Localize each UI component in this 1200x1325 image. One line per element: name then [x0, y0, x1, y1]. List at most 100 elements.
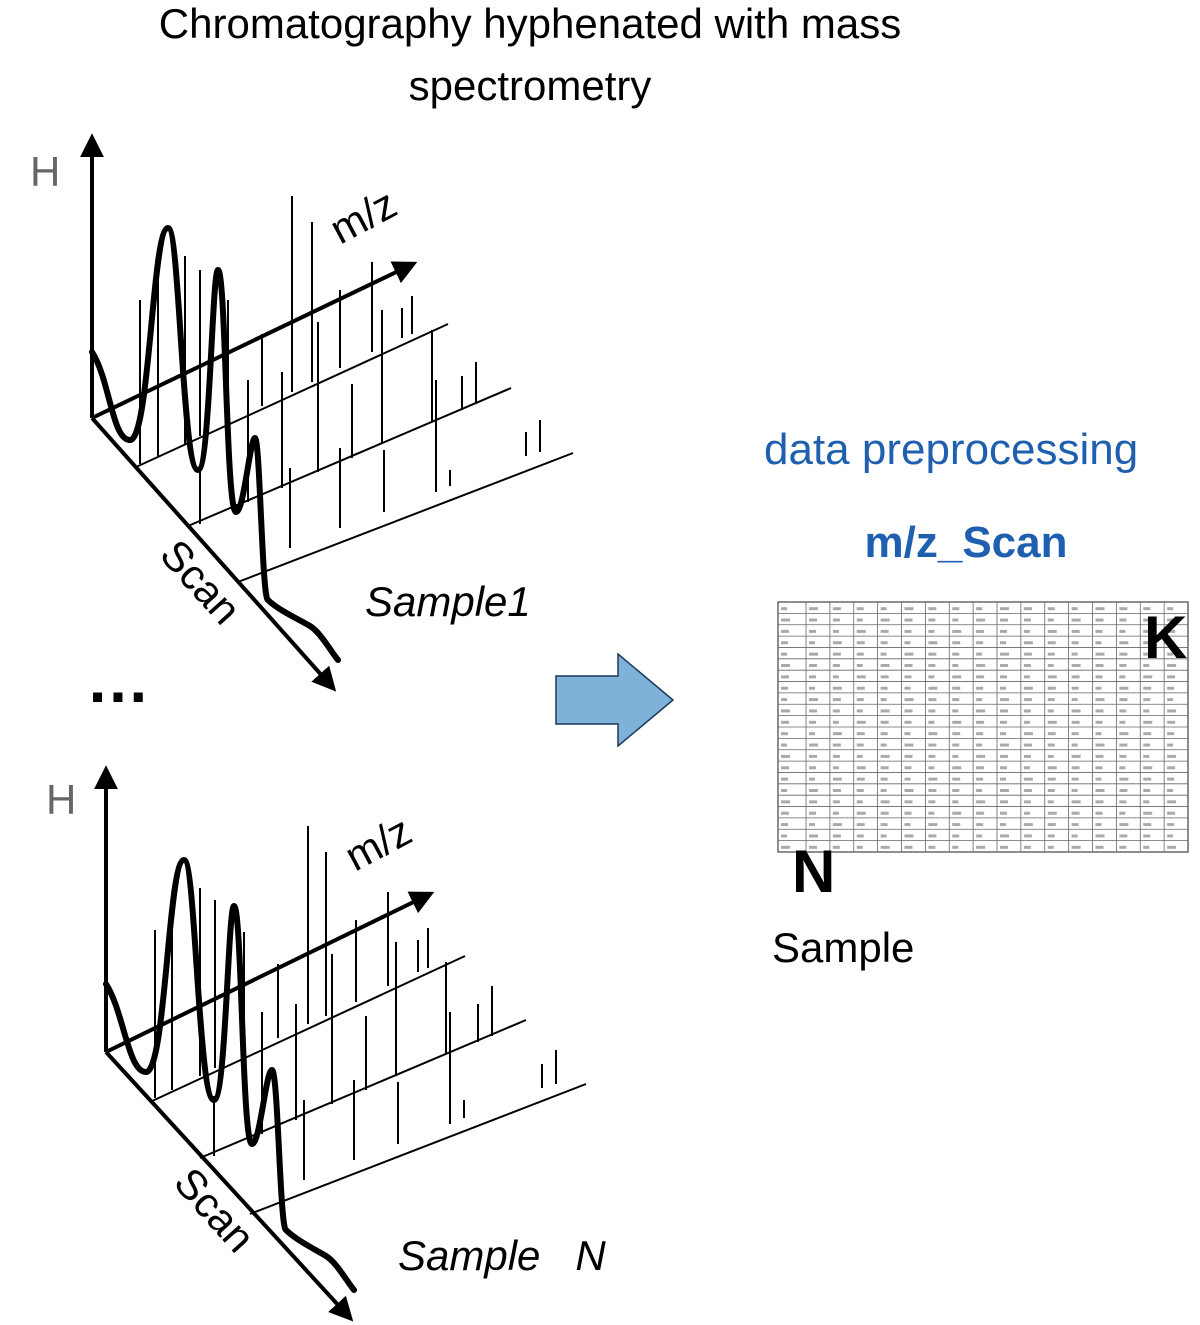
matrix-cell-texture	[880, 709, 890, 713]
matrix-cell-texture	[809, 834, 818, 838]
scan-axis	[90, 416, 337, 692]
matrix-cell-texture	[781, 664, 790, 667]
matrix-cell-texture	[1119, 675, 1126, 679]
matrix-cell-texture	[952, 777, 961, 781]
matrix-cell-texture	[1047, 698, 1055, 702]
matrix-cell-texture	[1000, 709, 1008, 713]
preprocessing-arrow	[555, 652, 675, 748]
matrix-cell-texture	[1095, 845, 1104, 849]
matrix-cell-texture	[1000, 743, 1009, 747]
matrix-cell-texture	[880, 789, 887, 792]
chromatogram-trace	[89, 225, 341, 663]
matrix-cell-texture	[976, 732, 984, 736]
matrix-cell-texture	[856, 720, 866, 724]
matrix-cell-texture	[976, 686, 984, 690]
matrix-cell-texture	[781, 743, 787, 747]
matrix-cell-texture	[809, 629, 816, 633]
matrix-cell-texture	[904, 641, 911, 645]
matrix-cell-texture	[880, 811, 889, 815]
data-preprocessing-label: data preprocessing	[764, 425, 1138, 474]
matrix-cell-texture	[1071, 845, 1081, 849]
matrix-cell-texture	[1167, 823, 1175, 827]
matrix-cell-texture	[781, 823, 788, 827]
matrix-cell-texture	[952, 845, 959, 849]
matrix-cell-texture	[1071, 800, 1081, 804]
matrix-cell-texture	[781, 732, 788, 736]
matrix-cell-texture	[952, 789, 960, 792]
matrix-cell-texture	[928, 652, 937, 656]
matrix-cell-texture	[1000, 754, 1008, 758]
matrix-cell-texture	[928, 629, 935, 633]
matrix-cell-texture	[781, 777, 788, 781]
matrix-cell-texture	[1095, 641, 1102, 645]
matrix-cell-texture	[832, 629, 839, 633]
matrix-cell-texture	[1095, 720, 1103, 724]
matrix-cell-texture	[1071, 607, 1078, 611]
matrix-cell-texture	[1000, 845, 1008, 849]
matrix-cell-texture	[904, 664, 913, 667]
matrix-cell-texture	[1119, 834, 1128, 838]
matrix-cell-texture	[1047, 777, 1056, 781]
matrix-cell-texture	[1143, 618, 1150, 622]
matrix-cell-texture	[1167, 834, 1174, 838]
matrix-cell-texture	[928, 709, 936, 713]
matrix-cell-texture	[880, 766, 889, 770]
matrix-cell-texture	[1095, 686, 1102, 690]
matrix-cell-texture	[904, 811, 912, 815]
matrix-cell-texture	[1095, 766, 1103, 770]
matrix-cell-texture	[1119, 698, 1128, 702]
matrix-cell-texture	[1023, 743, 1032, 747]
matrix-cell-texture	[1000, 800, 1008, 804]
matrix-cell-texture	[1167, 732, 1175, 736]
matrix-cell-texture	[1023, 754, 1031, 758]
matrix-cell-texture	[1119, 618, 1127, 622]
matrix-cell-texture	[1143, 823, 1152, 827]
matrix-cell-texture	[856, 618, 863, 622]
matrix-cell-texture	[952, 800, 959, 804]
matrix-cell-texture	[880, 845, 890, 849]
matrix-cell-texture	[832, 607, 841, 611]
matrix-cell-texture	[928, 686, 938, 690]
matrix-cell-texture	[1071, 766, 1080, 770]
matrix-cell-texture	[904, 675, 912, 679]
matrix-cell-texture	[904, 629, 912, 633]
matrix-cell-texture	[880, 618, 890, 622]
matrix-cell-texture	[1143, 766, 1153, 770]
matrix-cell-texture	[832, 777, 842, 781]
matrix-cell-texture	[1143, 732, 1152, 736]
matrix-cell-texture	[856, 652, 864, 656]
mass-spectrum-peaks	[139, 196, 541, 548]
matrix-cell-texture	[1095, 629, 1103, 633]
matrix-cell-texture	[1119, 754, 1127, 758]
matrix-cell-texture	[1143, 698, 1151, 702]
matrix-cell-texture	[781, 629, 789, 633]
matrix-cell-texture	[781, 675, 789, 679]
matrix-cell-texture	[1000, 789, 1009, 792]
matrix-cell-texture	[952, 618, 959, 622]
matrix-cell-texture	[1047, 800, 1054, 804]
matrix-cell-texture	[976, 720, 985, 724]
matrix-cell-texture	[904, 789, 914, 792]
matrix-cell-texture	[856, 607, 864, 611]
matrix-cell-texture	[1000, 811, 1007, 815]
matrix-cell-texture	[1095, 754, 1104, 758]
matrix-cell-texture	[1119, 777, 1129, 781]
matrix-cell-texture	[1047, 641, 1056, 645]
matrix-cell-texture	[1071, 664, 1081, 667]
sample-label: Sample1	[365, 578, 531, 625]
matrix-cell-texture	[880, 607, 887, 611]
matrix-cell-texture	[928, 777, 938, 781]
matrix-cell-texture	[809, 709, 817, 713]
matrix-cell-texture	[1095, 777, 1102, 781]
matrix-cell-texture	[832, 698, 841, 702]
matrix-corner-k: K	[1144, 604, 1187, 671]
matrix-cell-texture	[781, 800, 790, 804]
matrix-cell-texture	[952, 743, 960, 747]
sample-panel-1: H m/z Scan	[30, 133, 574, 692]
matrix-cell-texture	[832, 675, 839, 679]
matrix-cell-texture	[1119, 607, 1128, 611]
matrix-cell-texture	[880, 823, 888, 827]
matrix-cell-texture	[904, 618, 913, 622]
matrix-cell-texture	[1023, 720, 1030, 724]
